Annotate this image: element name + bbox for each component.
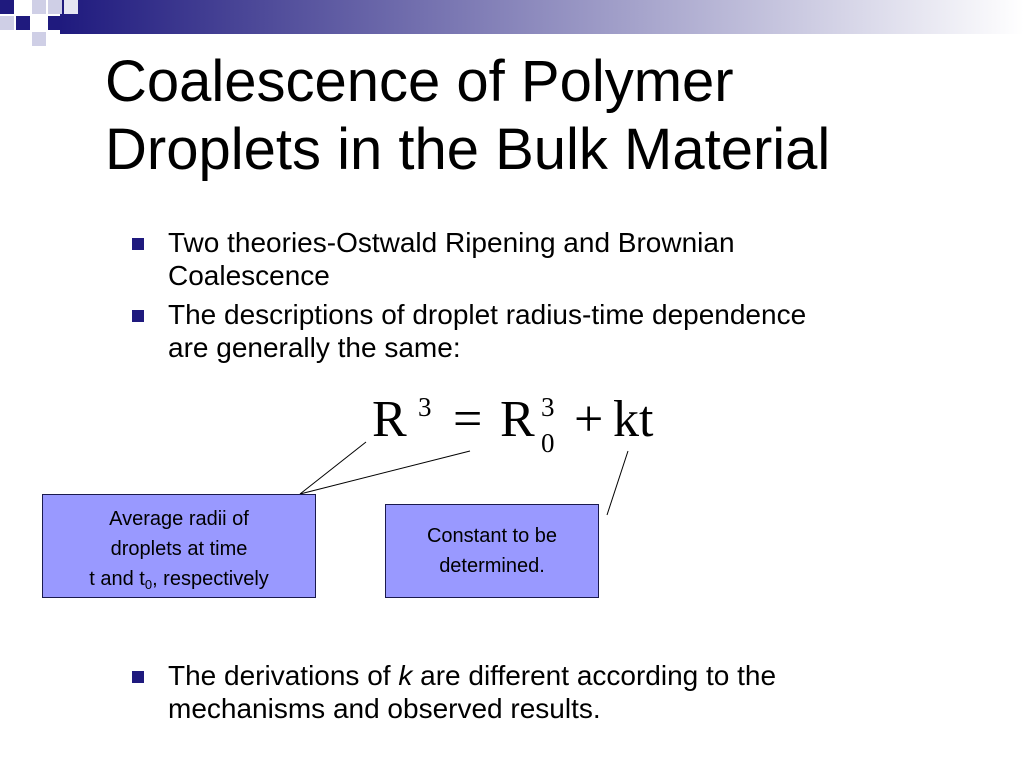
connector-line-k — [606, 450, 629, 516]
bullet-1-line-2: Coalescence — [168, 260, 330, 291]
callout-radii-line-3-prefix: t and t — [89, 568, 145, 590]
callout-constant-line-2: determined. — [439, 555, 545, 577]
bullet-square-icon — [132, 238, 144, 250]
callout-radii-line-3-suffix: , respectively — [152, 568, 269, 590]
callout-radii-line-2: droplets at time — [110, 538, 248, 560]
bullet-item-3: The derivations of k are different accor… — [132, 659, 968, 725]
bullet-3-prefix: The derivations of — [168, 660, 399, 691]
equation-rhs-exponent: 3 — [541, 392, 555, 422]
equation-equals: = — [453, 391, 483, 448]
title-line-1: Coalescence of Polymer — [105, 49, 734, 114]
bullet-3-suffix: are different according to the — [412, 660, 777, 691]
bullet-item-1: Two theories-Ostwald Ripening and Browni… — [132, 226, 968, 292]
bullet-3-italic-k: k — [398, 660, 413, 691]
callout-constant: Constant to be determined. — [385, 504, 599, 598]
bullet-2-line-2: are generally the same: — [168, 332, 461, 363]
equation-rhs-base: R — [500, 391, 535, 448]
connector-line-r — [299, 441, 367, 495]
title-line-2: Droplets in the Bulk Material — [105, 117, 831, 182]
bullet-1-line-1: Two theories-Ostwald Ripening and Browni… — [168, 227, 735, 258]
callout-radii-line-1: Average radii of — [109, 508, 249, 530]
equation-lhs-exponent: 3 — [418, 392, 432, 422]
bullet-2-line-1: The descriptions of droplet radius-time … — [168, 299, 807, 330]
callout-average-radii: Average radii of droplets at time t and … — [42, 494, 316, 598]
bullet-3-line-2: mechanisms and observed results. — [168, 693, 601, 724]
callout-constant-line-1: Constant to be — [426, 525, 558, 547]
bullet-square-icon — [132, 671, 144, 683]
bullet-item-2: The descriptions of droplet radius-time … — [132, 298, 968, 364]
slide-title: Coalescence of Polymer Droplets in the B… — [105, 48, 830, 184]
equation-plus: + — [574, 391, 604, 448]
equation-lhs-base: R — [372, 391, 407, 448]
bullet-square-icon — [132, 310, 144, 322]
callout-radii-subscript: 0 — [144, 577, 153, 592]
header-gradient-bar — [0, 0, 1024, 46]
connector-line-r0 — [299, 450, 471, 495]
equation-kt-term: kt — [613, 391, 654, 448]
callout-radii-line-3: t and t0, respectively — [89, 568, 269, 592]
equation-rhs-subscript: 0 — [541, 428, 555, 458]
